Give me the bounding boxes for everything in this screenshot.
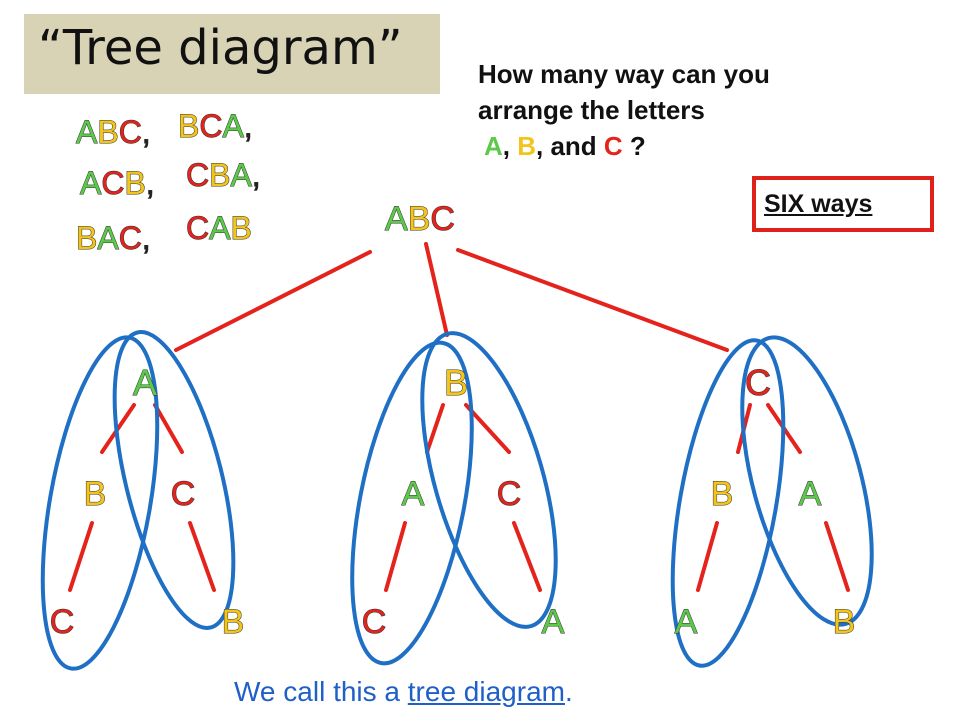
tree-node-c: C: [745, 362, 771, 403]
tree-node-b-child-1: A: [402, 475, 425, 513]
edge-a-right: [153, 403, 184, 454]
edge-c-left-leaf: [696, 521, 719, 592]
permutation-acb: ACB,: [80, 165, 155, 201]
tree-node-a: A: [133, 362, 157, 403]
answer-box: [752, 176, 934, 232]
footer-suffix: .: [564, 676, 573, 707]
tree-node-c-child-2: A: [799, 475, 822, 513]
edge-root-to-c: [456, 248, 729, 352]
edge-b-left: [425, 403, 445, 454]
path-ellipse-a-right: [112, 330, 236, 630]
page-title: “Tree diagram”: [38, 20, 403, 76]
permutation-cab: CAB: [186, 210, 252, 246]
tree-leaf-c-2: B: [833, 603, 856, 641]
question-end: ?: [622, 131, 646, 161]
question-text: How many way can you arrange the letters…: [478, 56, 770, 164]
tree-leaf-a-2: B: [222, 603, 245, 641]
footer-caption: We call this a tree diagram.: [234, 676, 573, 708]
permutation-bca: BCA,: [178, 108, 253, 144]
tree-node-a-child-1: B: [84, 475, 107, 513]
edge-root-to-b: [424, 242, 449, 337]
question-letter-a: A: [484, 131, 503, 161]
permutation-cba: CBA,: [186, 157, 261, 193]
tree-root-label: ABC: [385, 200, 455, 238]
footer-term: tree diagram: [407, 676, 565, 707]
edge-a-left-leaf: [68, 521, 94, 592]
permutation-abc: ABC,: [76, 114, 151, 150]
tree-leaf-a-1: C: [50, 603, 75, 641]
tree-leaf-b-1: C: [362, 603, 387, 641]
footer-prefix: We call this a: [234, 676, 408, 707]
permutation-bac: BAC,: [76, 220, 151, 256]
tree-leaf-b-2: A: [542, 603, 565, 641]
question-line-2: arrange the letters: [478, 95, 705, 125]
edge-a-right-leaf: [188, 521, 216, 592]
question-sep-2: , and: [536, 131, 604, 161]
edge-root-to-a: [174, 250, 372, 352]
path-ellipse-b-right: [420, 331, 558, 629]
path-ellipse-b-left: [350, 340, 474, 666]
tree-leaf-c-1: A: [675, 603, 698, 641]
edge-b-left-leaf: [384, 521, 407, 592]
question-sep-1: ,: [502, 131, 518, 161]
question-letter-b: B: [517, 131, 537, 161]
question-line-3: A, B, and C ?: [478, 128, 770, 164]
tree-node-a-child-2: C: [171, 475, 196, 513]
tree-node-b: B: [444, 362, 468, 403]
edge-c-right-leaf: [824, 521, 850, 592]
answer-text: SIX ways: [764, 190, 873, 218]
title-banner: [24, 14, 440, 94]
path-ellipse-c-left: [670, 338, 786, 668]
tree-node-b-child-2: C: [497, 475, 522, 513]
edge-b-right-leaf: [512, 521, 542, 592]
question-line-1: How many way can you: [478, 59, 770, 89]
path-ellipse-c-right: [740, 335, 874, 627]
tree-node-c-child-1: B: [711, 475, 734, 513]
question-letter-c: C: [603, 131, 623, 161]
